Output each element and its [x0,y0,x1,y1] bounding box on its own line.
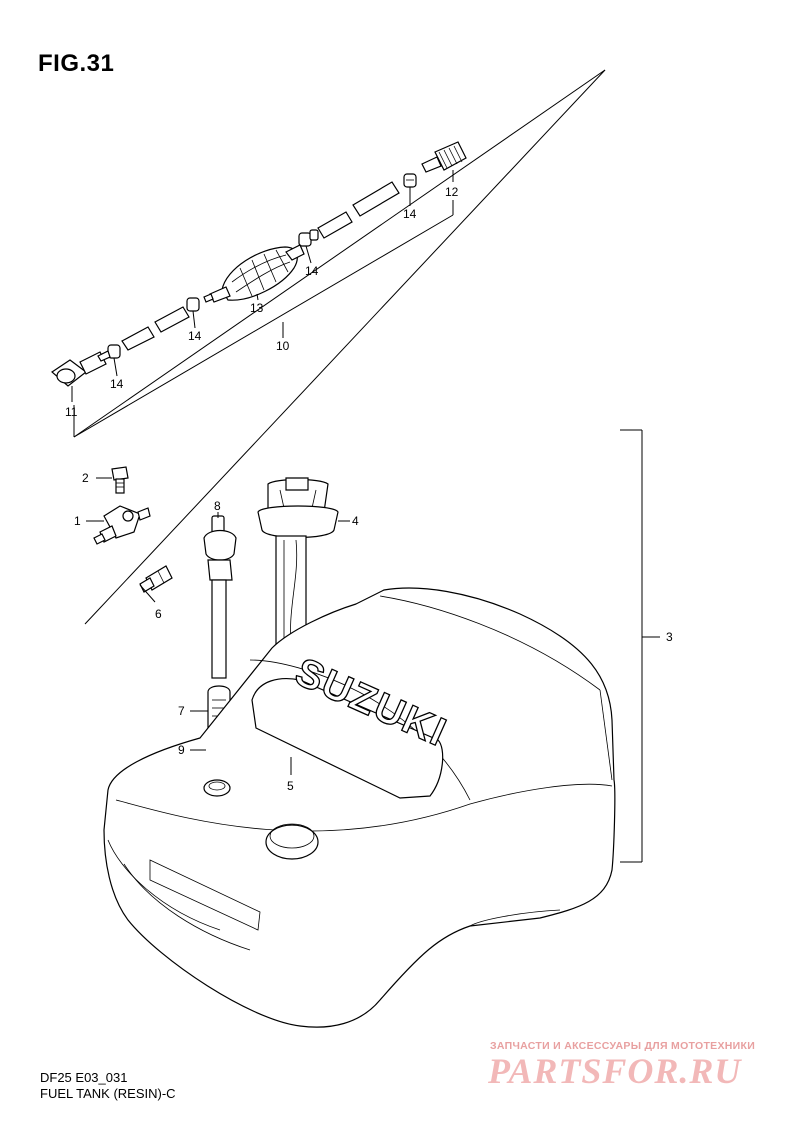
callout-5: 5 [287,779,294,793]
tank-assembly-bracket [620,429,660,863]
hose-nipple-6[interactable] [139,565,173,593]
callout-14: 14 [188,329,202,343]
callout-8: 8 [214,499,221,513]
diagram-title: FUEL TANK (RESIN)-C [40,1086,176,1101]
callout-4: 4 [352,514,359,528]
callout-9: 9 [178,743,185,757]
callout-14: 14 [110,377,124,391]
hose-clip-14[interactable] [298,229,319,247]
callout-13: 13 [250,301,264,315]
pickup-pipe[interactable] [211,579,227,679]
callout-7: 7 [178,704,185,718]
callout-12: 12 [445,185,459,199]
watermark-logo: PARTSFOR.RU [488,1051,742,1091]
primer-bulb-13[interactable] [203,244,305,303]
bolt-2[interactable] [111,466,129,494]
fuel-hose-segment[interactable] [121,306,190,351]
callout-6: 6 [155,607,162,621]
hose-clip-14[interactable] [186,297,200,312]
watermark-caption: ЗАПЧАСТИ И АКСЕССУАРЫ ДЛЯ МОТОТЕХНИКИ [490,1040,756,1052]
vent-fitting-8[interactable] [203,515,237,581]
fuel-hose-segment[interactable] [317,181,400,239]
figure-title: FIG.31 [38,50,115,77]
hose-clip-14[interactable] [403,173,417,188]
fuel-connector-11[interactable] [51,350,111,387]
callout-3: 3 [666,630,673,644]
fuel-fitting-1[interactable] [93,505,151,545]
callout-14: 14 [305,264,319,278]
callout-10: 10 [276,339,290,353]
diagram-code: DF25 E03_031 [40,1070,128,1085]
fuel-tank-3[interactable]: SUZUKI [103,587,616,1028]
fuel-connector-12[interactable] [421,141,467,173]
callout-1: 1 [74,514,81,528]
leader-lines [71,170,454,775]
callout-labels: 1 2 3 4 5 6 7 8 9 10 11 12 13 14 14 14 1… [65,185,673,793]
hose-kit-bracket [73,69,606,625]
callout-11: 11 [65,405,78,419]
callout-2: 2 [82,471,89,485]
callout-14: 14 [403,207,417,221]
